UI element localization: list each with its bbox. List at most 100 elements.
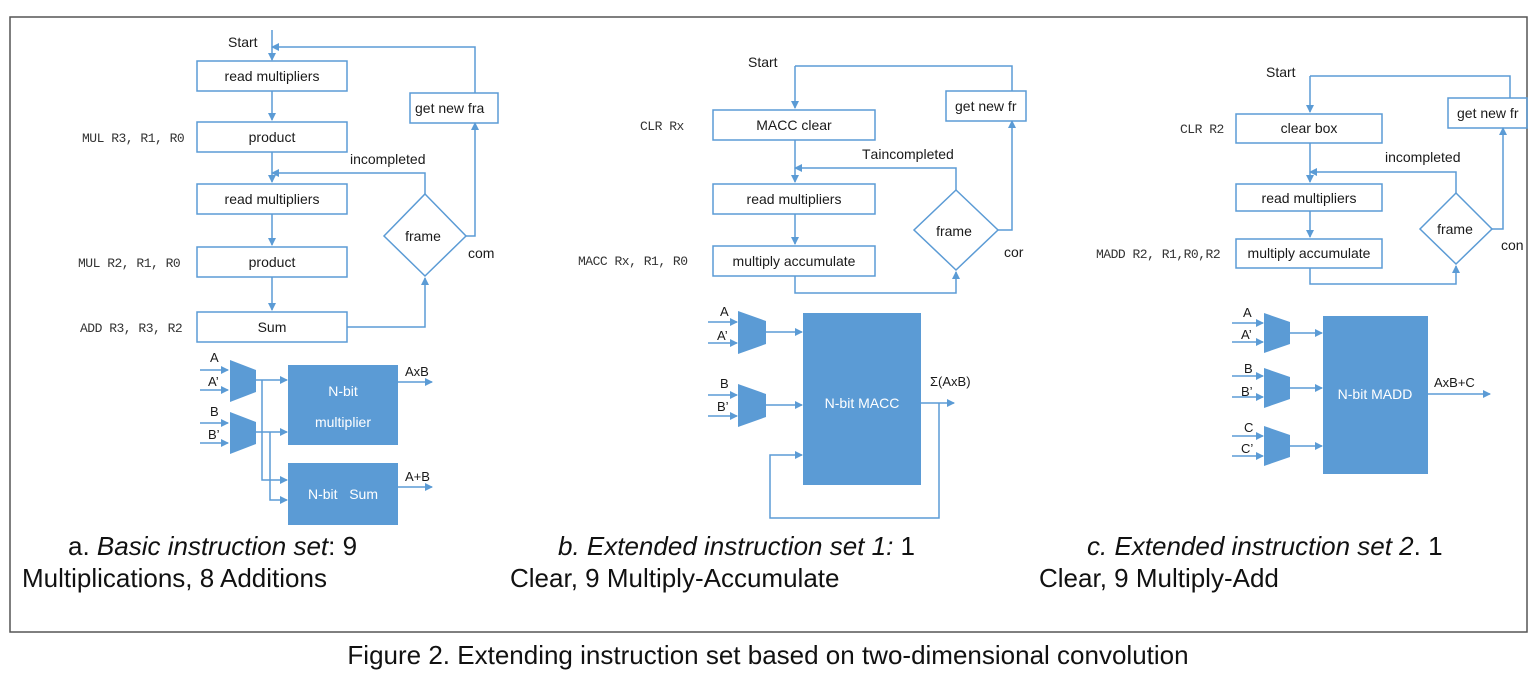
input-label: A’	[208, 374, 219, 389]
box-text: product	[249, 254, 296, 270]
output-label: AxB+C	[1434, 375, 1475, 390]
box-text: read multipliers	[225, 68, 320, 84]
completed-label: con	[1501, 237, 1524, 253]
panel-a-hardware: A A’ B B’ N-bit multiplier AxB N-bit Sum…	[200, 350, 433, 525]
box-text: read multipliers	[225, 191, 320, 207]
box-text: multiply accumulate	[1248, 245, 1371, 261]
box-multiply-accumulate	[1235, 238, 1383, 269]
mux-b	[230, 412, 256, 454]
box-multiply-accumulate	[712, 245, 876, 277]
incompleted-label: Tаincompleted	[862, 146, 954, 162]
decision-frame	[1418, 191, 1494, 266]
block-label: N-bit MADD	[1338, 386, 1413, 402]
box-text: read multipliers	[747, 191, 842, 207]
box-get-new-frame	[945, 90, 1027, 122]
output-label: A+B	[405, 469, 430, 484]
output-label: AxB	[405, 364, 429, 379]
box-text: product	[249, 129, 296, 145]
caption-b: b. Extended instruction set 1: 1 Clear, …	[510, 530, 1010, 594]
box-get-new-frame	[1447, 97, 1528, 129]
panel-c-hardware: A A’ B B’ C C’ N-bit MADD AxB+C	[1232, 305, 1491, 474]
start-label: Start	[228, 34, 258, 50]
input-label: B’	[208, 427, 220, 442]
block-label: N-bit Sum	[308, 486, 378, 502]
box-get-new-frame	[409, 92, 499, 124]
input-label: A	[720, 304, 729, 319]
n-bit-madd-block	[1323, 316, 1428, 474]
panel-c-texts: Start clear box read multipliers multipl…	[1096, 64, 1524, 262]
mux-a	[738, 311, 766, 354]
block-label: N-bit	[328, 383, 358, 399]
caption-a-rest: : 9	[328, 531, 358, 561]
input-label: A’	[1241, 327, 1252, 342]
caption-a-line1: a. Basic instruction set: 9	[68, 530, 357, 562]
decision-label: frame	[1437, 221, 1473, 237]
instruction: MADD R2, R1,R0,R2	[1096, 247, 1220, 262]
panel-c-flowchart	[1235, 75, 1528, 285]
panel-b-flowchart	[712, 65, 1027, 294]
instruction: MUL R3, R1, R0	[82, 131, 184, 146]
box-text: Sum	[258, 319, 287, 335]
input-label: C	[1244, 420, 1253, 435]
input-label: A	[1243, 305, 1252, 320]
figure-title: Figure 2. Extending instruction set base…	[347, 640, 1189, 670]
box-read-multipliers	[712, 183, 876, 215]
caption-a-prefix: a.	[68, 531, 97, 561]
box-macc-clear	[712, 109, 876, 141]
get-new-label: get new fra	[415, 100, 484, 116]
block-label: N-bit MACC	[825, 395, 900, 411]
mux-b	[738, 384, 766, 427]
caption-b-rest: 1	[893, 531, 915, 561]
input-label: A	[210, 350, 219, 365]
input-label: B’	[717, 399, 729, 414]
n-bit-macc-block	[803, 313, 921, 485]
caption-b-line2: Clear, 9 Multiply-Accumulate	[510, 563, 840, 593]
panel-b-texts: Start MACC clear read multipliers multip…	[578, 54, 1024, 269]
completed-label: com	[468, 245, 494, 261]
get-new-label: get new fr	[1457, 105, 1519, 121]
figure-frame	[9, 16, 1528, 633]
box-read-multipliers	[1235, 183, 1383, 212]
box-text: MACC clear	[756, 117, 832, 133]
n-bit-multiplier-block	[288, 365, 398, 445]
input-label: A’	[717, 328, 728, 343]
caption-b-italic: b. Extended instruction set 1:	[558, 531, 894, 561]
decision-label: frame	[405, 228, 441, 244]
mux-b	[1264, 368, 1290, 408]
decision-frame	[912, 188, 1000, 272]
mux-a	[230, 360, 256, 402]
instruction: CLR R2	[1180, 122, 1224, 137]
box-text: multiply accumulate	[733, 253, 856, 269]
panel-a-texts: Start read multipliers product read mult…	[78, 34, 494, 336]
input-label: B’	[1241, 384, 1253, 399]
get-new-label: get new fr	[955, 98, 1017, 114]
instruction: MACC Rx, R1, R0	[578, 254, 688, 269]
mux-c	[1264, 426, 1290, 466]
box-clear-box	[1235, 113, 1383, 144]
input-label: B	[720, 376, 729, 391]
decision-frame	[382, 192, 468, 278]
caption-c-line2: Clear, 9 Multiply-Add	[1039, 563, 1279, 593]
input-label: B	[210, 404, 219, 419]
incompleted-label: incompleted	[1385, 149, 1461, 165]
start-label: Start	[748, 54, 778, 70]
input-label: C’	[1241, 441, 1253, 456]
instruction: CLR Rx	[640, 119, 685, 134]
n-bit-sum-block	[288, 463, 398, 525]
decision-label: frame	[936, 223, 972, 239]
caption-a-italic: Basic instruction set	[96, 531, 329, 561]
panel-a-flowchart	[196, 30, 499, 343]
output-label: Σ(AxB)	[930, 374, 971, 389]
box-text: clear box	[1281, 120, 1338, 136]
mux-a	[1264, 313, 1290, 353]
caption-a: a. Basic instruction set: 9 Multiplicati…	[22, 530, 482, 594]
caption-a-line2: Multiplications, 8 Additions	[22, 563, 327, 593]
panel-b-hardware: A A’ B B’ N-bit MACC Σ(AxB)	[708, 304, 971, 519]
start-label: Start	[1266, 64, 1296, 80]
instruction: ADD R3, R3, R2	[80, 321, 182, 336]
completed-label: cor	[1004, 244, 1024, 260]
caption-c-rest: . 1	[1413, 531, 1443, 561]
caption-c: c. Extended instruction set 2. 1 Clear, …	[1039, 530, 1509, 594]
block-label: multiplier	[315, 414, 371, 430]
